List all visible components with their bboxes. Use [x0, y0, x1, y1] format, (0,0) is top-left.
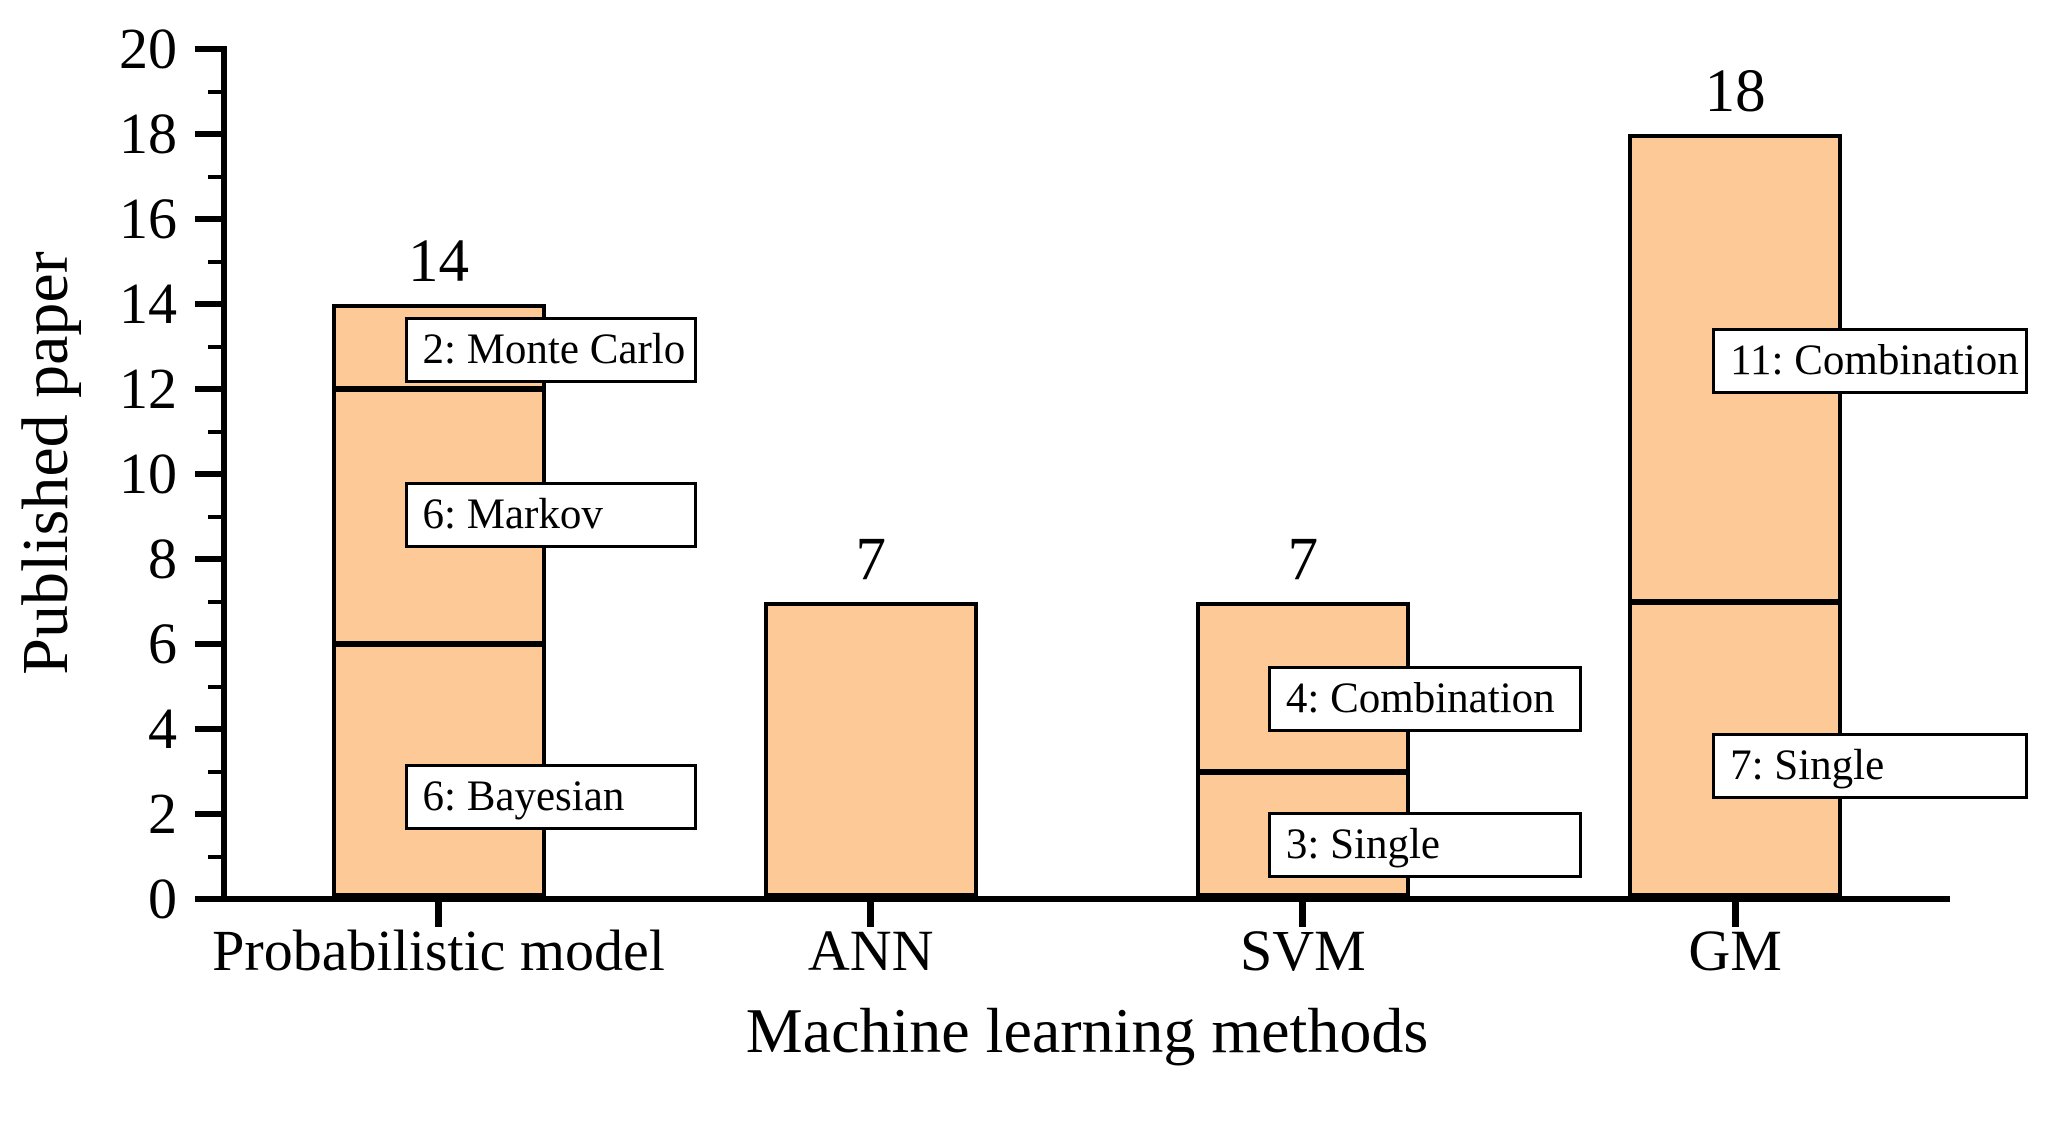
- y-tick-label: 12: [119, 356, 177, 421]
- y-tick-label: 8: [148, 526, 177, 591]
- bar-total-label: 7: [855, 525, 886, 593]
- y-major-tick: [195, 556, 221, 562]
- x-axis-title: Machine learning methods: [745, 995, 1429, 1066]
- segment-label-box: 6: Bayesian: [404, 764, 697, 831]
- y-minor-tick: [208, 174, 221, 179]
- y-major-tick: [195, 641, 221, 647]
- y-tick-label: 14: [119, 271, 177, 336]
- segment-label-box: 6: Markov: [404, 481, 697, 548]
- x-tick: [867, 902, 875, 927]
- bar-segment-divider: [1195, 768, 1410, 775]
- y-minor-tick: [208, 684, 221, 689]
- x-tick: [435, 902, 442, 927]
- bar-total-label: 14: [408, 228, 469, 295]
- y-major-tick: [195, 301, 221, 307]
- segment-label-box: 4: Combination: [1267, 666, 1582, 733]
- bar-total-label: 18: [1704, 58, 1766, 125]
- y-tick-label: 18: [119, 101, 177, 166]
- segment-label-box: 3: Single: [1267, 811, 1582, 878]
- y-minor-tick: [208, 854, 221, 859]
- y-minor-tick: [208, 599, 221, 604]
- x-tick-label: SVM: [1240, 918, 1366, 983]
- x-tick: [1299, 902, 1307, 927]
- segment-label-box: 2: Monte Carlo: [404, 316, 697, 383]
- y-tick-label: 20: [119, 16, 177, 81]
- y-tick-label: 0: [148, 866, 177, 931]
- y-minor-tick: [208, 769, 221, 774]
- x-tick: [1731, 902, 1739, 927]
- segment-label-box: 7: Single: [1712, 732, 2029, 799]
- y-tick-label: 2: [148, 781, 177, 846]
- x-axis-spine: [195, 896, 1950, 902]
- y-minor-tick: [208, 259, 221, 264]
- x-tick-label: GM: [1688, 918, 1782, 983]
- y-major-tick: [195, 46, 221, 52]
- y-major-tick: [195, 216, 221, 222]
- y-tick-label: 10: [119, 441, 177, 506]
- y-minor-tick: [208, 89, 221, 94]
- y-tick-label: 6: [148, 611, 177, 676]
- x-tick-label: ANN: [807, 918, 934, 983]
- y-minor-tick: [208, 429, 221, 434]
- y-major-tick: [195, 726, 221, 732]
- y-major-tick: [195, 471, 221, 477]
- bar-total-label: 7: [1287, 525, 1319, 593]
- y-tick-label: 16: [119, 186, 177, 251]
- y-axis-spine: [221, 46, 227, 902]
- bar-segment-divider: [1628, 598, 1843, 605]
- y-major-tick: [195, 811, 221, 817]
- y-minor-tick: [208, 344, 221, 349]
- y-major-tick: [195, 131, 221, 137]
- bar-segment-divider: [331, 386, 546, 392]
- bar-segment-divider: [331, 641, 546, 647]
- bar: [763, 601, 978, 897]
- x-tick-label: Probabilistic model: [212, 918, 665, 983]
- y-minor-tick: [208, 514, 221, 519]
- y-tick-label: 4: [148, 696, 177, 761]
- y-major-tick: [195, 386, 221, 392]
- segment-label-box: 11: Combination: [1712, 328, 2029, 395]
